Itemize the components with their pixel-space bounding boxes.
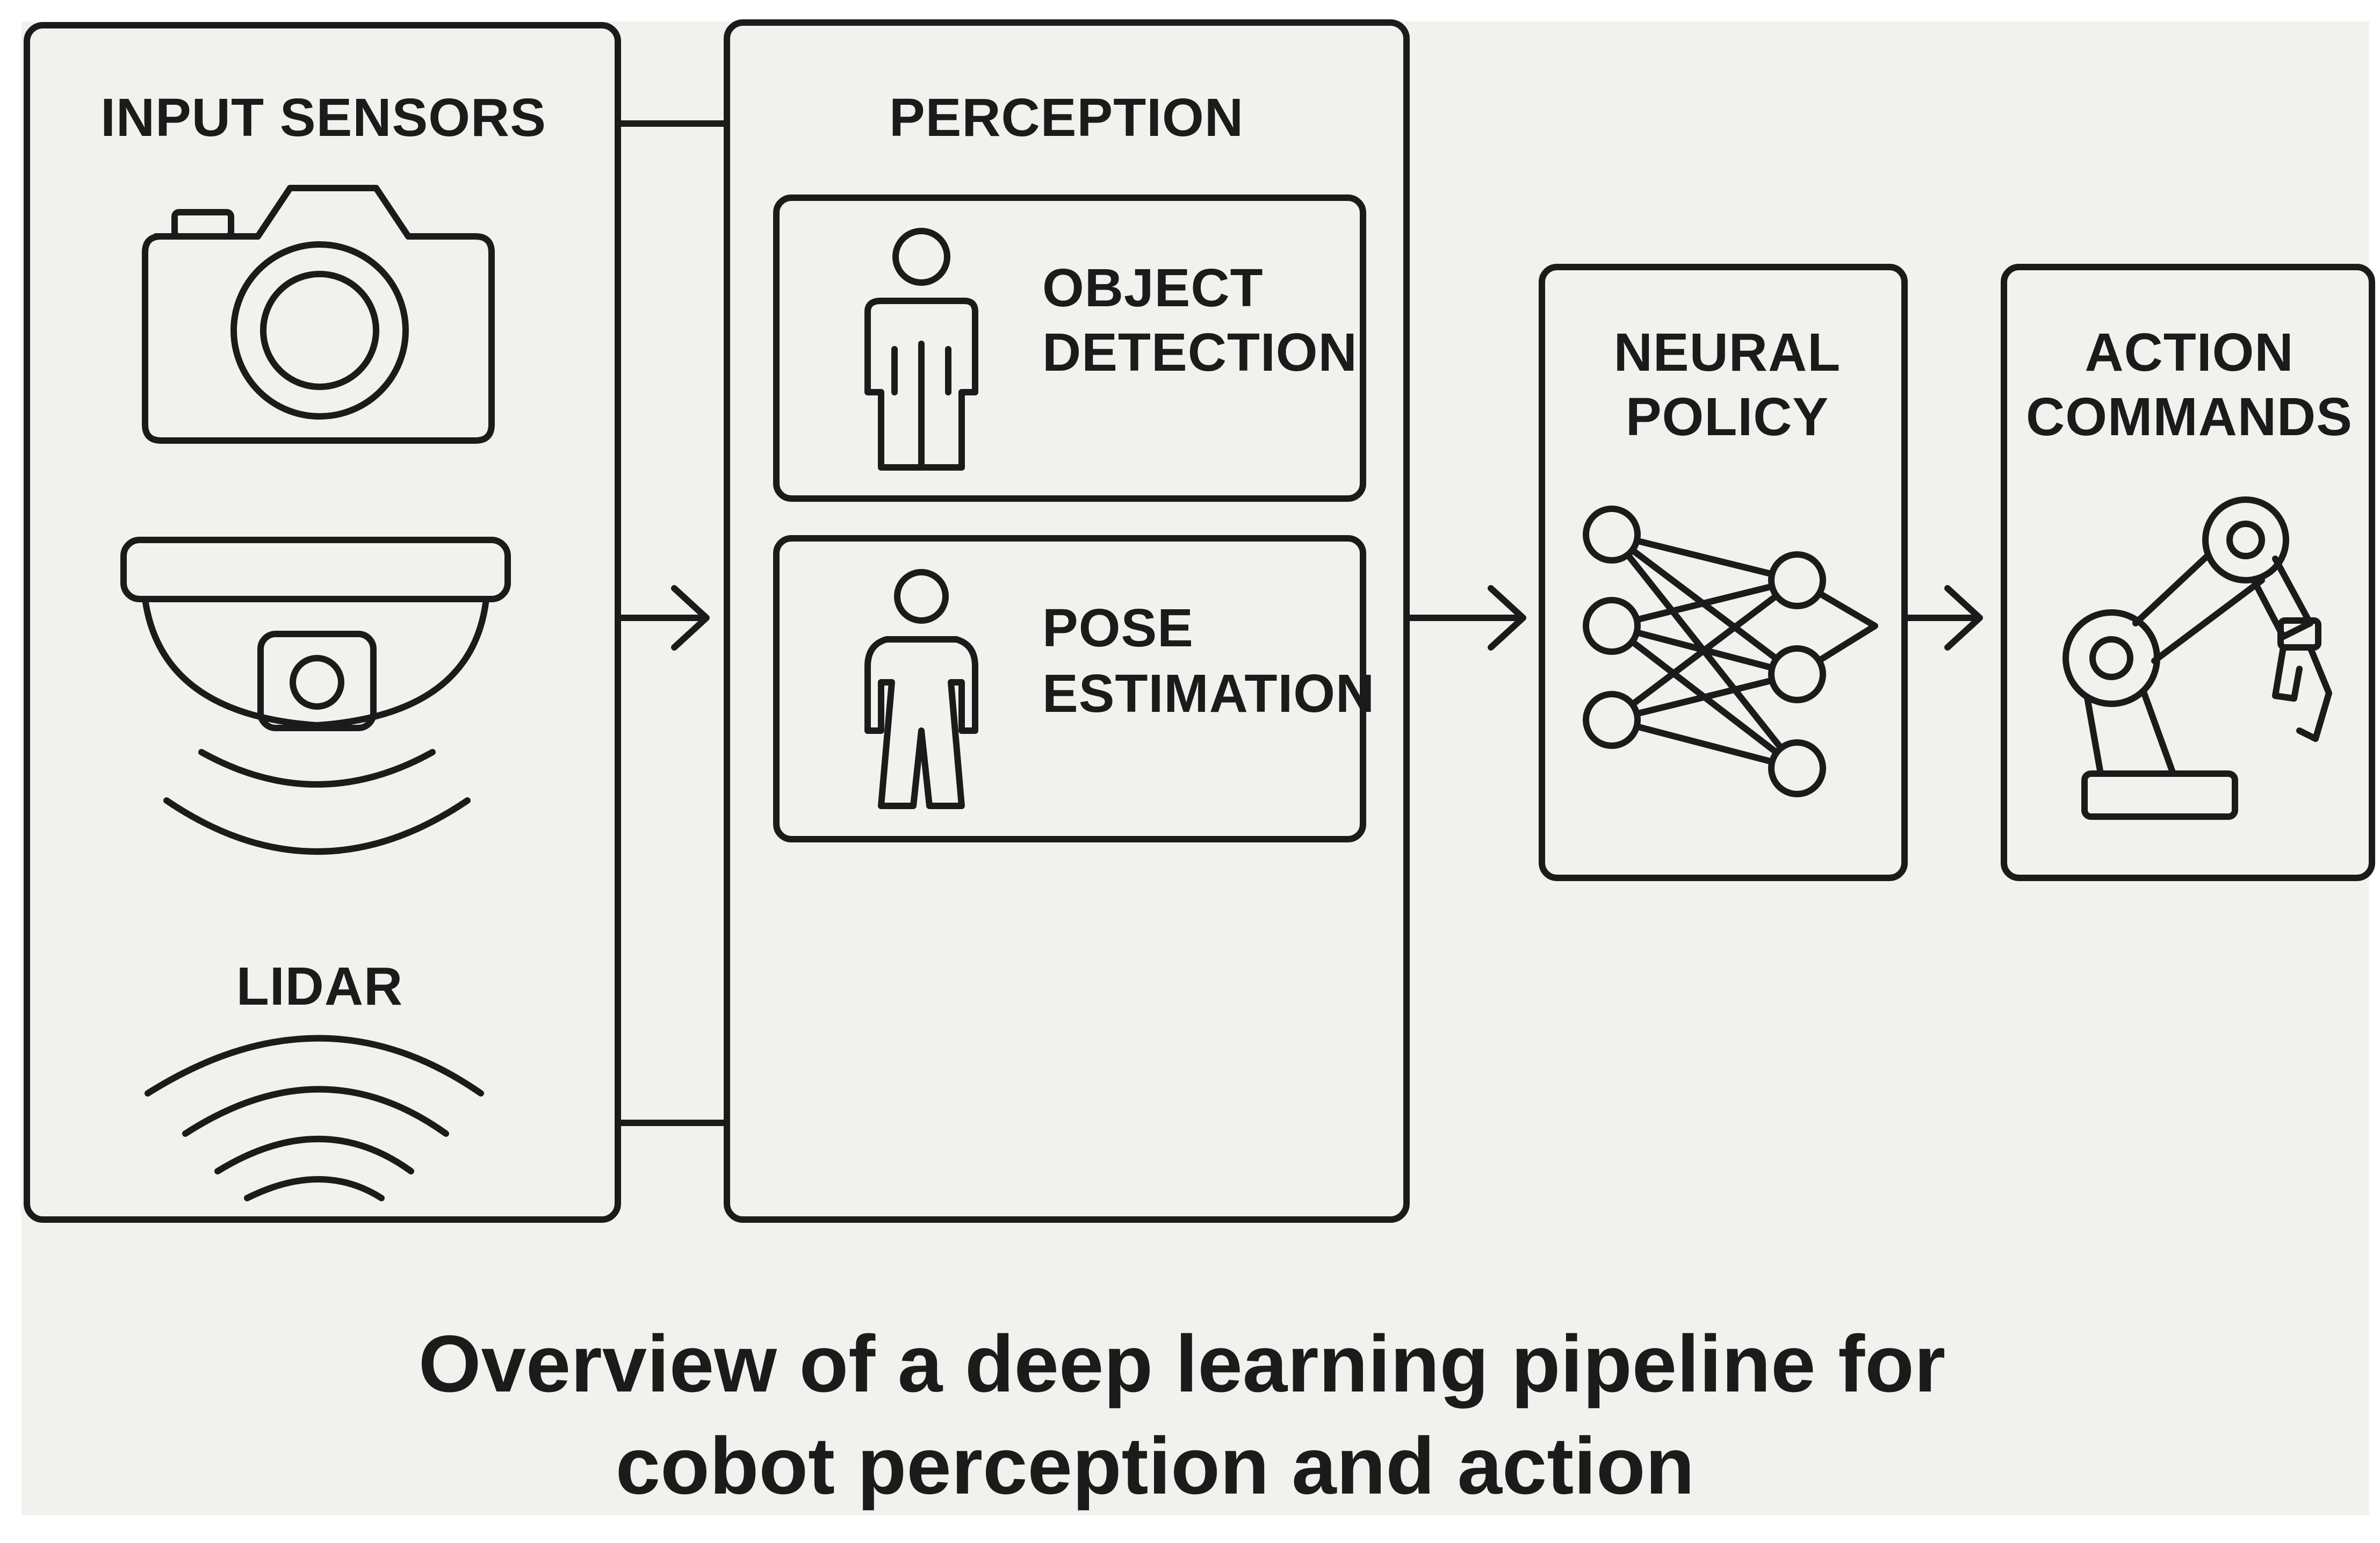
perception-title: PERCEPTION: [889, 88, 1244, 148]
action-commands-label-line2: COMMANDS: [2026, 387, 2353, 447]
diagram-background: [21, 21, 2369, 1515]
pose-estimation-label-line2: ESTIMATION: [1042, 664, 1375, 724]
object-detection-box: [773, 194, 1366, 502]
input-sensors-box: [24, 22, 621, 1223]
neural-network-icon: [1583, 506, 1878, 797]
robot-arm-icon: [2062, 496, 2332, 820]
dome-camera-icon: [120, 537, 511, 855]
input-sensors-title: INPUT SENSORS: [100, 88, 546, 148]
neural-policy-box: [1539, 264, 1908, 881]
action-commands-box: [2001, 264, 2375, 881]
caption-line2: cobot perception and action: [616, 1421, 1694, 1511]
neural-policy-label-line1: NEURAL: [1614, 322, 1841, 383]
arrow-policy-to-action: [1905, 585, 1983, 651]
perception-box: [724, 19, 1410, 1223]
action-commands-label-line1: ACTION: [2085, 322, 2294, 383]
object-detection-label-line1: OBJECT: [1042, 258, 1264, 318]
arrow-perception-to-policy: [1407, 585, 1526, 651]
arrow-input-to-perception: [617, 585, 710, 651]
pose-estimation-label-line1: POSE: [1042, 598, 1194, 658]
lidar-waves-icon: [145, 1035, 484, 1201]
lidar-label: LIDAR: [236, 956, 403, 1016]
camera-icon: [142, 185, 495, 444]
person-icon: [864, 228, 978, 471]
caption-line1: Overview of a deep learning pipeline for: [419, 1318, 1945, 1409]
object-detection-label-line2: DETECTION: [1042, 322, 1358, 383]
neural-policy-label-line2: POLICY: [1626, 387, 1829, 447]
person-pose-icon: [864, 569, 978, 809]
pose-estimation-box: [773, 535, 1366, 842]
